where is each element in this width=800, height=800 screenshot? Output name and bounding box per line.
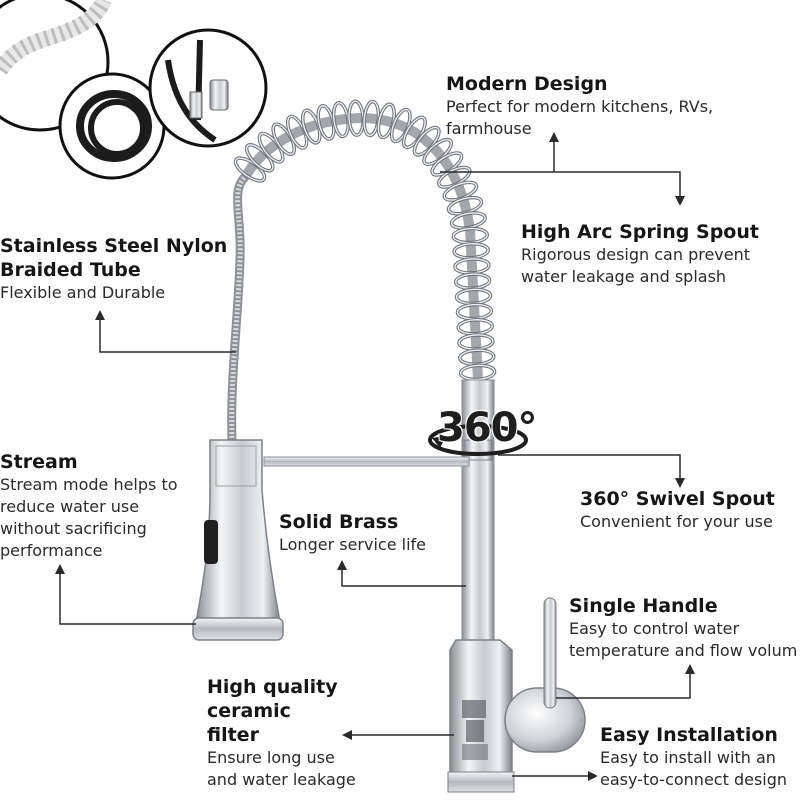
spring-coil-ring [459,364,496,381]
ceramic-cartridge-icon [462,700,488,760]
feature-desc: Stream mode helps to reduce water use wi… [0,475,178,560]
arrow-heads [55,132,695,781]
feature-title: High quality ceramic filter [207,676,338,746]
inset-connectors [148,28,268,148]
feature-desc: Convenient for your use [580,512,773,531]
feature-ceramic-filter: High quality ceramic filter Ensure long … [207,675,357,791]
feature-stream: Stream Stream mode helps to reduce water… [0,450,190,562]
feature-easy-installation: Easy Installation Easy to install with a… [600,723,795,791]
faucet-base [447,597,586,793]
feature-title: High Arc Spring Spout [521,221,759,243]
feature-desc: Easy to control water temperature and fl… [569,619,798,660]
feature-title: Easy Installation [600,724,778,746]
sprayer-head [192,439,284,641]
feature-title: Stream [0,451,78,473]
feature-title: Solid Brass [279,511,399,533]
feature-single-handle: Single Handle Easy to control water temp… [569,594,800,662]
feature-solid-brass: Solid Brass Longer service life [279,510,459,556]
feature-title: 360° Swivel Spout [580,488,775,510]
feature-desc: Flexible and Durable [0,283,166,302]
feature-title: Modern Design [446,73,608,95]
feature-modern-design: Modern Design Perfect for modern kitchen… [446,72,746,140]
feature-swivel-spout: 360° Swivel Spout Convenient for your us… [580,487,795,533]
feature-braided-tube: Stainless Steel Nylon Braided Tube Flexi… [0,234,230,304]
swivel-arrow-icon [428,424,528,456]
feature-spring-spout: High Arc Spring Spout Rigorous design ca… [521,220,791,288]
feature-desc: Longer service life [279,535,426,554]
feature-desc: Rigorous design can prevent water leakag… [521,245,751,286]
spring-coil [233,99,497,382]
feature-desc: Easy to install with an easy-to-connect … [600,748,788,789]
swivel-360-badge: 360° [437,405,537,451]
feature-title: Single Handle [569,595,718,617]
braided-hose-coil-icon [0,0,112,75]
feature-desc: Perfect for modern kitchens, RVs, farmho… [446,97,714,138]
feature-title: Stainless Steel Nylon Braided Tube [0,235,228,281]
accessory-insets [0,0,268,180]
leader-lines [59,140,691,777]
single-handle-lever [543,597,557,709]
feature-desc: Ensure long use and water leakage [207,748,356,789]
sprayer-holder-arm [263,456,470,467]
